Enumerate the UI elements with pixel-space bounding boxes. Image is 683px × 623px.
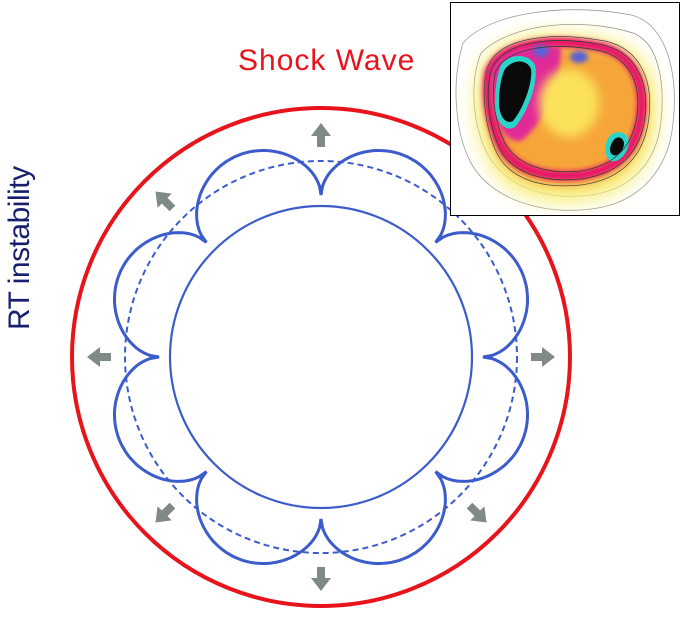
- outward-arrow-icon: [311, 123, 331, 147]
- outward-arrow-icon: [155, 191, 176, 212]
- observation-inset-image: [450, 2, 680, 216]
- outward-arrow-icon: [87, 347, 111, 367]
- shock-wave-label: Shock Wave: [238, 44, 416, 77]
- unperturbed-boundary-circle: [124, 160, 518, 554]
- outward-arrow-icon: [311, 567, 331, 591]
- shock-wave-circle: [70, 106, 572, 608]
- outward-arrow-icon: [466, 502, 487, 523]
- arrow-group: [87, 123, 555, 591]
- inner-core-circle: [168, 204, 474, 510]
- rt-instability-label: RT instability: [3, 166, 36, 330]
- inset-image-graphic: [451, 3, 679, 215]
- perturbed-interface-outline: [113, 149, 529, 565]
- outward-arrow-icon: [155, 502, 176, 523]
- outward-arrow-icon: [531, 347, 555, 367]
- rt-label-wrap: RT instability: [2, 166, 42, 331]
